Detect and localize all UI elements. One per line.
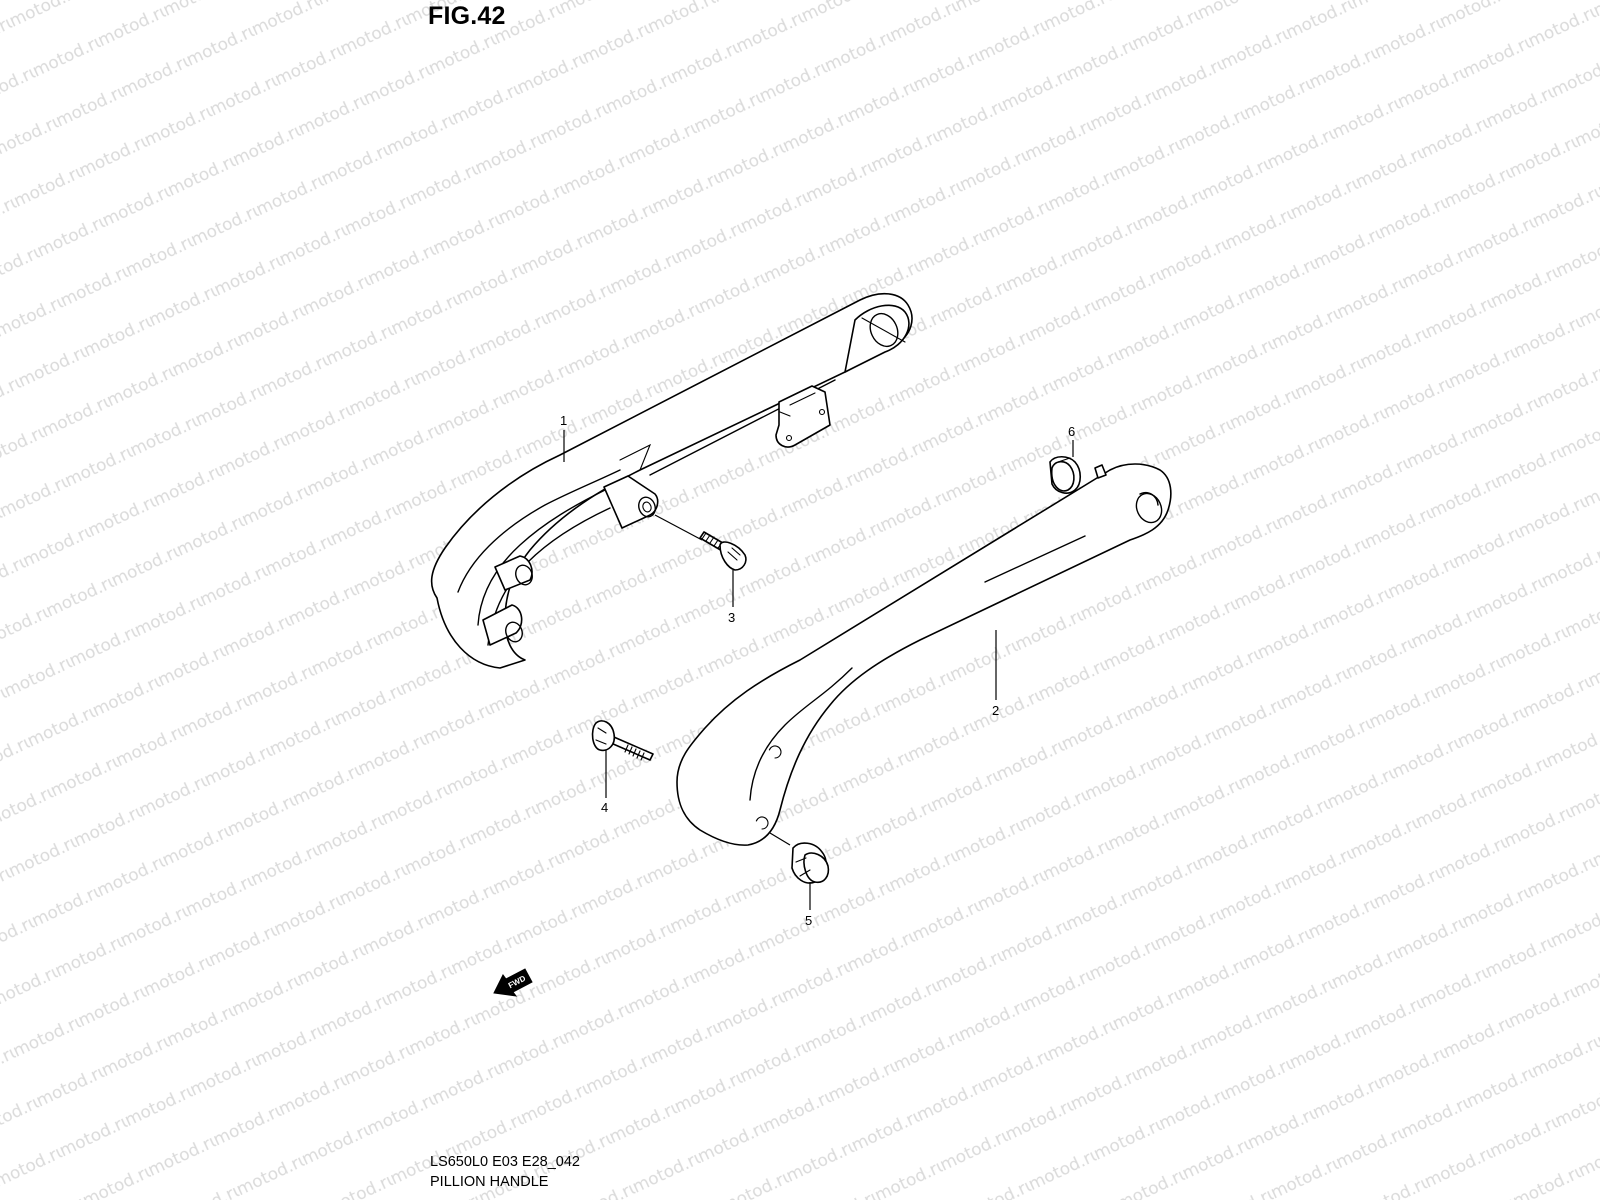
bolt-4[interactable] [591, 720, 654, 761]
diagram-footer: LS650L0 E03 E28_042 PILLION HANDLE [430, 1152, 580, 1192]
bolt-3[interactable] [654, 514, 747, 571]
figure-title: FIG.42 [428, 2, 506, 30]
fwd-arrow-icon: FWD [493, 968, 533, 997]
model-code: LS650L0 E03 E28_042 [430, 1154, 580, 1170]
callout-4: 4 [601, 750, 608, 815]
svg-text:1: 1 [560, 413, 567, 428]
svg-text:3: 3 [728, 610, 735, 625]
svg-text:6: 6 [1068, 424, 1075, 439]
cushion-6[interactable] [1049, 455, 1082, 494]
svg-text:5: 5 [805, 913, 812, 928]
pillion-handle-left[interactable] [430, 292, 913, 669]
callout-5: 5 [805, 882, 812, 928]
cap-nut-5[interactable] [769, 832, 830, 884]
callout-2: 2 [992, 630, 999, 718]
section-name: PILLION HANDLE [430, 1174, 549, 1190]
pillion-handle-right[interactable] [676, 463, 1172, 846]
callout-6: 6 [1068, 424, 1075, 457]
callout-3: 3 [728, 570, 735, 625]
svg-text:2: 2 [992, 703, 999, 718]
svg-text:4: 4 [601, 800, 608, 815]
